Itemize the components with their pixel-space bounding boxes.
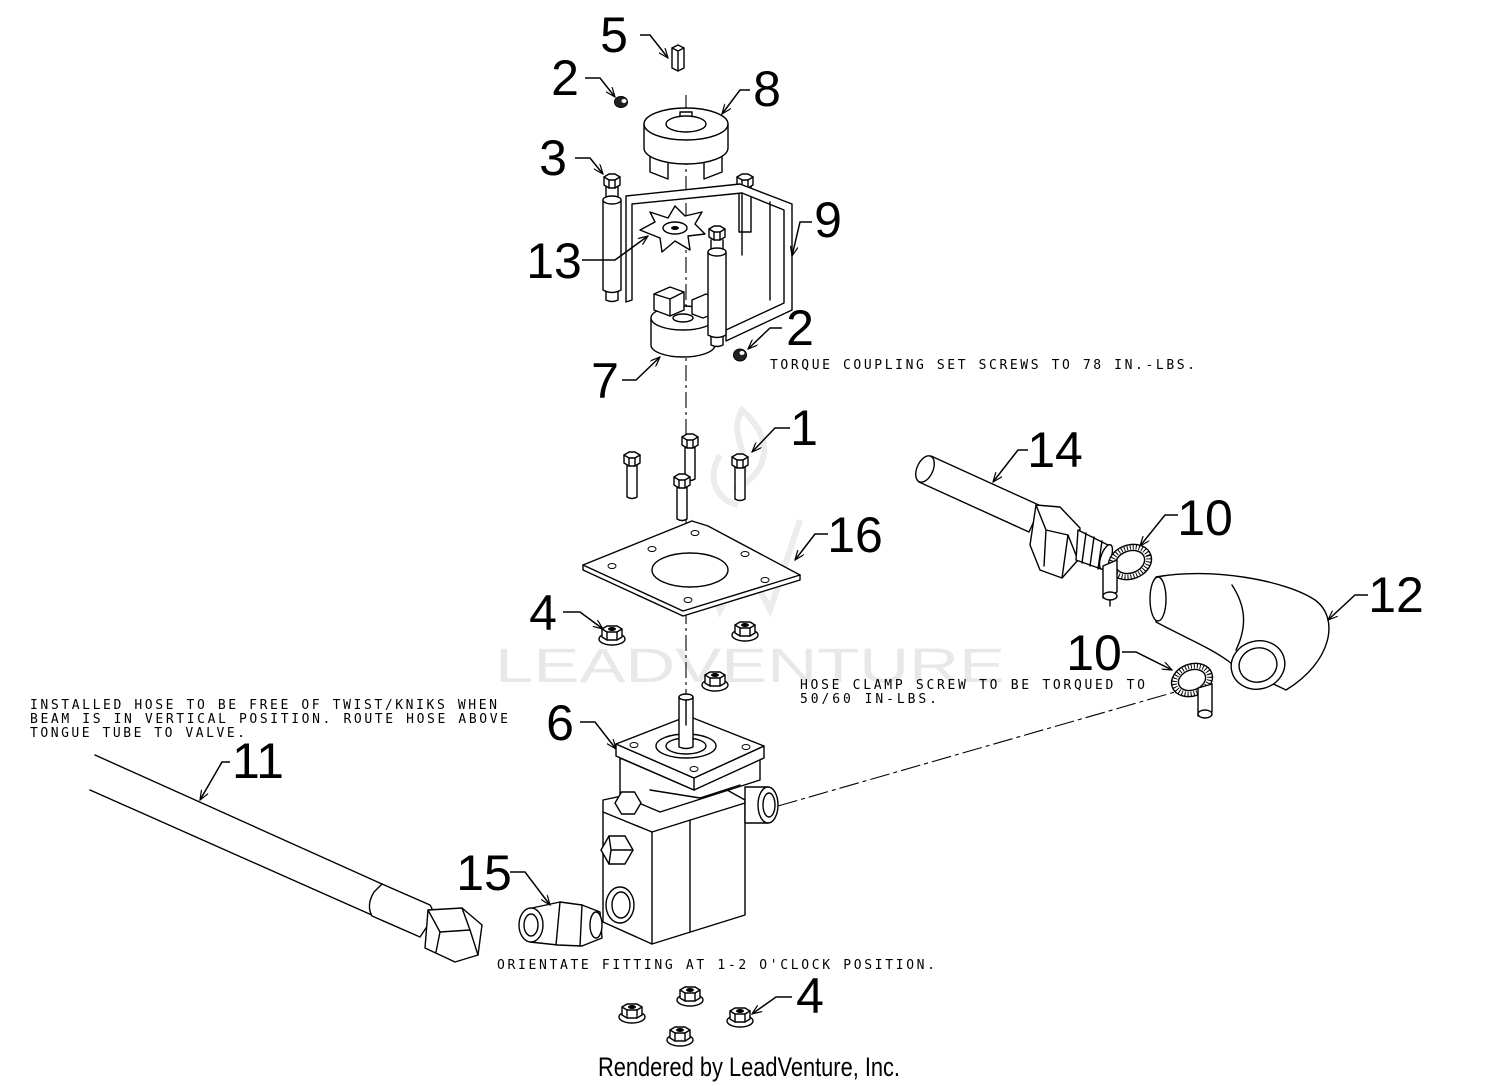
flange-nut <box>666 1026 694 1047</box>
part-7-lower-coupling <box>650 286 717 358</box>
part-13-coupling-spider <box>639 205 706 253</box>
part-1-mounting-bolts <box>624 434 748 521</box>
callout-mount-bolts: 1 <box>752 400 818 456</box>
note-hose-clamp-torque: HOSE CLAMP SCREW TO BE TORQUED TO 50/60 … <box>800 678 1145 707</box>
callout-label: 4 <box>796 968 824 1024</box>
flange-nut <box>726 1007 754 1028</box>
callout-adapter-plate: 16 <box>795 507 883 563</box>
part-2-set-screw-side <box>733 348 747 362</box>
note-line: TONGUE TUBE TO VALVE. <box>30 726 245 741</box>
callout-coupling-bottom: 7 <box>591 353 660 409</box>
leader-line <box>792 221 812 256</box>
part-6-hydraulic-pump <box>600 693 779 945</box>
callout-clamp-lower: 10 <box>1066 625 1172 681</box>
part-10-hose-clamp-upper <box>1102 543 1153 607</box>
callout-elbow-hose: 12 <box>1328 567 1424 623</box>
callout-set-screw-top: 2 <box>551 50 615 106</box>
callout-nuts-lower: 4 <box>752 968 824 1024</box>
watermark: LEADVENTURE <box>495 405 1005 693</box>
note-coupling-torque: TORQUE COUPLING SET SCREWS TO 78 IN.-LBS… <box>770 358 1195 373</box>
bolt <box>732 454 748 501</box>
callout-label: 11 <box>232 733 284 789</box>
part-14-suction-tube-adapter <box>915 455 1114 579</box>
leader-line <box>585 77 615 97</box>
note-line: INSTALLED HOSE TO BE FREE OF TWIST/KNIKS… <box>30 698 497 713</box>
leader-line <box>575 157 603 174</box>
leader-line <box>795 533 828 560</box>
part-16-adapter-plate <box>582 520 801 617</box>
note-line: 50/60 IN-LBS. <box>800 692 937 707</box>
flange-nut <box>676 986 704 1007</box>
leader-line <box>1328 594 1368 620</box>
callout-label: 1 <box>790 400 818 456</box>
part-4-flange-nuts-lower <box>618 986 754 1047</box>
callout-label: 12 <box>1368 567 1424 623</box>
callout-key: 5 <box>600 7 668 63</box>
leader-line <box>582 236 648 261</box>
callout-clamp-upper: 10 <box>1140 490 1233 546</box>
callout-pump: 6 <box>546 695 616 751</box>
leader-line <box>563 611 603 629</box>
part-8-upper-coupling <box>643 107 729 180</box>
part-5-key <box>671 44 685 72</box>
leader-line <box>1140 514 1178 546</box>
callout-long-bolts: 3 <box>539 130 603 186</box>
callout-label: 5 <box>600 7 628 63</box>
callout-label: 3 <box>539 130 567 186</box>
callout-label: 13 <box>526 233 582 289</box>
part-15-pump-fitting <box>518 901 603 947</box>
callout-pressure-hose: 11 <box>200 733 284 800</box>
leader-line <box>510 871 550 905</box>
note-line: BEAM IS IN VERTICAL POSITION. ROUTE HOSE… <box>30 712 508 727</box>
flange-nut <box>701 671 729 692</box>
callout-label: 15 <box>456 845 512 901</box>
leader-line <box>748 327 782 349</box>
leader-line <box>200 761 230 800</box>
callout-coupling-top: 8 <box>722 61 781 117</box>
part-12-elbow-suction-hose <box>1149 572 1330 691</box>
callout-bracket: 9 <box>792 192 842 256</box>
part-11-pressure-hose <box>89 754 483 963</box>
leader-line <box>580 721 616 749</box>
part-3-long-bolts-front <box>602 173 727 348</box>
callout-label: 10 <box>1177 490 1233 546</box>
note-fitting-orientation: ORIENTATE FITTING AT 1-2 O'CLOCK POSITIO… <box>497 958 935 973</box>
callout-label: 14 <box>1027 422 1083 478</box>
bolt <box>624 452 640 499</box>
leader-line <box>622 357 660 381</box>
callout-nuts-upper: 4 <box>529 585 603 641</box>
callout-label: 10 <box>1066 625 1122 681</box>
note-line: HOSE CLAMP SCREW TO BE TORQUED TO <box>800 678 1145 693</box>
part-10-hose-clamp-lower <box>1170 662 1214 719</box>
flange-nut <box>618 1003 646 1024</box>
callout-label: 7 <box>591 353 619 409</box>
callout-label: 6 <box>546 695 574 751</box>
part-3-long-bolt-back <box>736 173 754 233</box>
render-credit: Rendered by LeadVenture, Inc. <box>598 1052 900 1082</box>
leader-line <box>993 449 1028 482</box>
watermark-text: LEADVENTURE <box>495 640 1005 693</box>
bolt <box>674 474 690 521</box>
callout-label: 2 <box>786 300 814 356</box>
leader-line <box>752 427 790 452</box>
callout-hose-barb: 14 <box>993 422 1083 482</box>
callout-fitting: 15 <box>456 845 550 905</box>
hose-routing-line <box>777 689 1183 807</box>
part-9-pump-bracket <box>625 183 793 342</box>
leader-line <box>1122 651 1172 670</box>
leader-line <box>752 996 792 1014</box>
callout-spider: 13 <box>526 233 648 289</box>
leader-line <box>640 34 668 58</box>
part-2-set-screw-top <box>614 96 628 108</box>
leader-line <box>722 89 750 114</box>
flange-nut <box>731 621 759 642</box>
callout-set-screw-side: 2 <box>748 300 814 356</box>
callout-label: 9 <box>814 192 842 248</box>
callout-label: 8 <box>753 61 781 117</box>
callout-label: 16 <box>827 507 883 563</box>
callout-label: 4 <box>529 585 557 641</box>
callout-label: 2 <box>551 50 579 106</box>
